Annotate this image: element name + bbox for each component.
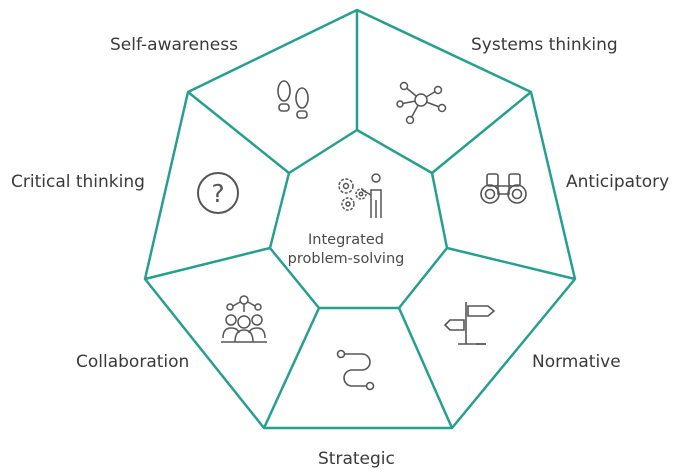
segment-label-systems-thinking: Systems thinking [471, 35, 618, 55]
divider [397, 307, 454, 429]
binoculars-icon [480, 173, 527, 204]
divider [446, 246, 576, 281]
footprints-icon [277, 80, 309, 119]
segment-label-strategic: Strategic [318, 449, 395, 469]
segment-label-self-awareness: Self-awareness [110, 35, 238, 55]
svg-text:?: ? [211, 179, 224, 208]
segment-label-critical-thinking: Critical thinking [11, 172, 145, 192]
divider [262, 307, 321, 429]
outer-heptagon [143, 8, 577, 430]
divider [187, 91, 290, 174]
path-route-icon [336, 349, 375, 391]
center-label-line-1: Integrated [308, 232, 384, 248]
divider [144, 246, 271, 281]
divider [431, 91, 532, 174]
gears-person-icon [338, 173, 382, 218]
inner-heptagon [268, 128, 449, 310]
center-label: Integrated problem-solving [268, 231, 424, 269]
segment-label-collaboration: Collaboration [76, 352, 190, 372]
segment-label-anticipatory: Anticipatory [566, 172, 670, 192]
segment-label-normative: Normative [532, 352, 621, 372]
center-label-line-2: problem-solving [287, 251, 405, 267]
network-nodes-icon [396, 81, 447, 125]
signpost-icon [443, 302, 496, 345]
question-mark-icon: ? [197, 172, 239, 214]
team-network-icon [221, 295, 267, 343]
